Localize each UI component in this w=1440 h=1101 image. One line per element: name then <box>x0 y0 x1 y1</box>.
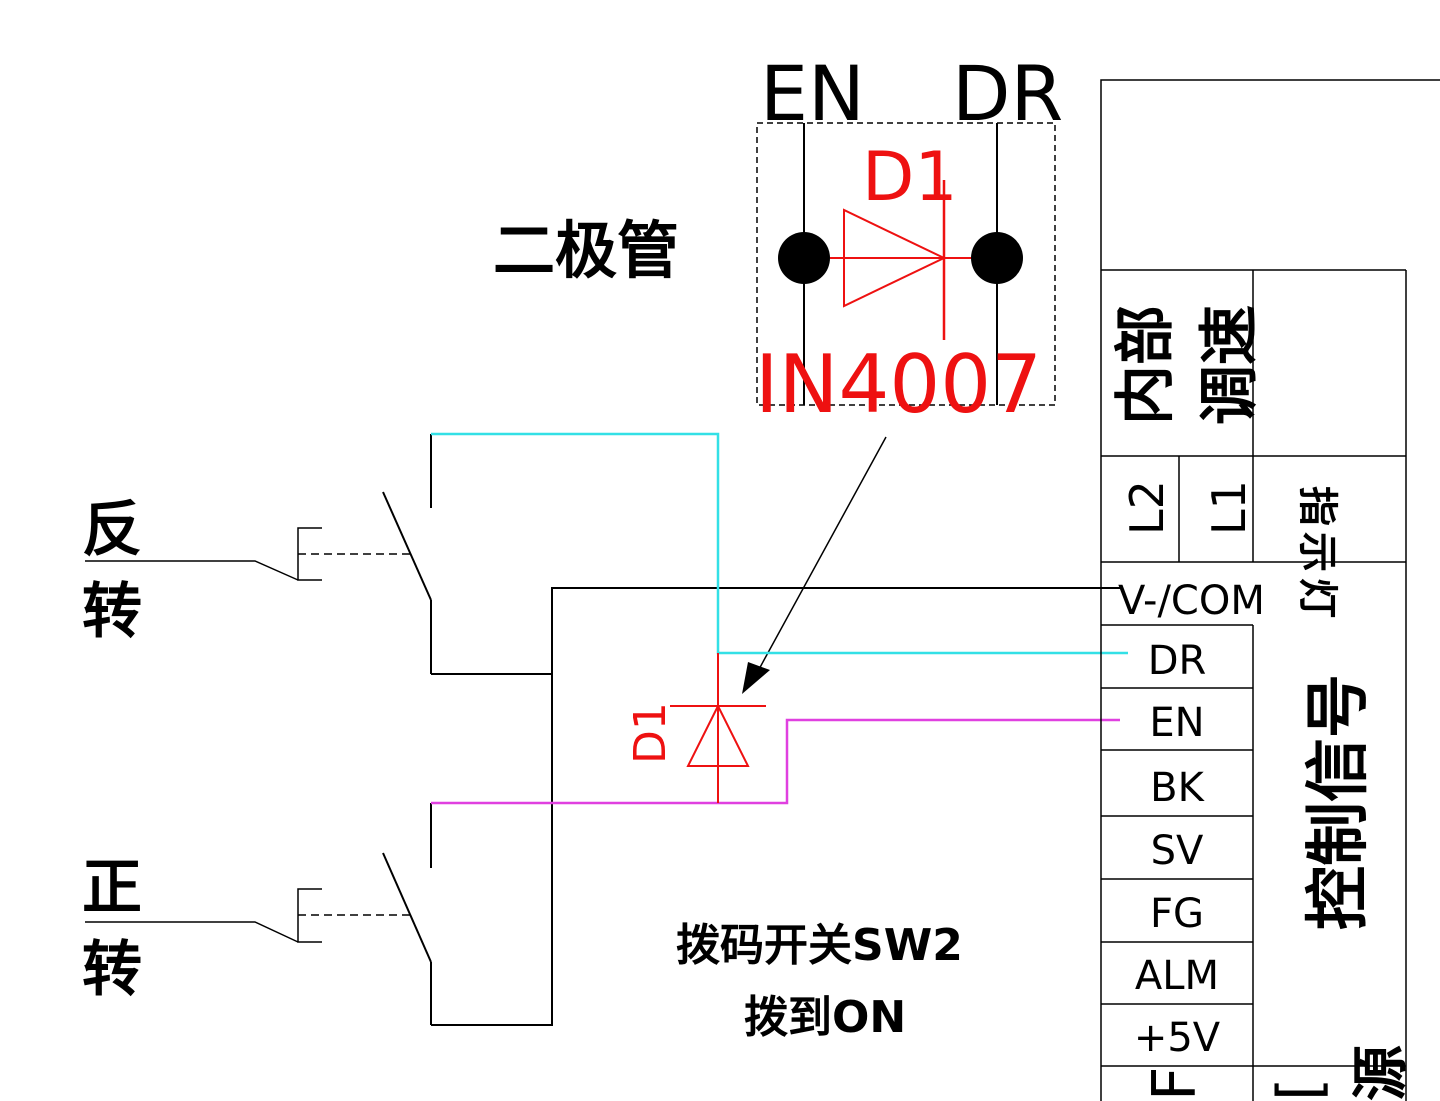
inline-diode-triangle <box>686 703 750 767</box>
terminal-sv: SV <box>1151 828 1204 874</box>
speed-label: 调速 <box>1195 305 1265 425</box>
inline-diode-ref: D1 <box>625 702 676 764</box>
arrow-head-icon <box>742 662 770 694</box>
terminal-panel: 内部 调速 L2 L1 指示灯 V-/COM DR EN BK SV FG AL… <box>1100 79 1440 1101</box>
reverse-label-top: 反 <box>82 495 142 565</box>
pin-en-label: EN <box>760 49 865 138</box>
diode-triangle <box>843 208 947 308</box>
control-signal-label: 控制信号 <box>1302 674 1376 930</box>
diode-detail: EN DR D1 IN4007 二极管 <box>493 49 1063 431</box>
forward-switch-blade <box>382 852 432 963</box>
en-junction-dot <box>778 232 830 284</box>
l2-label: L2 <box>1120 480 1174 535</box>
note: 拨码开关SW2 拨到ON <box>676 920 963 1043</box>
pin-dr-label: DR <box>952 49 1063 138</box>
terminal-dr: DR <box>1148 638 1207 684</box>
indicator-label: 指示灯 <box>1294 486 1340 624</box>
com-wire-forward <box>431 587 1120 1026</box>
wires <box>431 432 1128 1026</box>
dr-junction-dot <box>971 232 1023 284</box>
terminal-fg: FG <box>1150 891 1204 937</box>
forward-label-top: 正 <box>82 853 142 923</box>
reverse-switch: 反 转 <box>82 434 432 674</box>
bottom-partial-2: [ <box>1265 1078 1335 1101</box>
diode-part-label: IN4007 <box>755 338 1042 431</box>
reverse-label-bottom: 转 <box>82 577 142 647</box>
bottom-partial-1: F <box>1140 1066 1210 1101</box>
terminal-alm: ALM <box>1135 953 1219 999</box>
note-line1: 拨码开关SW2 <box>676 920 963 971</box>
dr-wire <box>431 432 1128 655</box>
reverse-switch-blade <box>382 491 432 601</box>
terminal-bk: BK <box>1150 765 1205 811</box>
diode-ref-label: D1 <box>862 138 958 217</box>
note-line2: 拨到ON <box>744 992 906 1043</box>
en-wire <box>431 718 1120 805</box>
l1-label: L1 <box>1202 480 1256 535</box>
terminal-5v: +5V <box>1134 1015 1221 1061</box>
bottom-partial-3: 源 <box>1349 1045 1414 1101</box>
terminal-en: EN <box>1149 700 1204 746</box>
terminal-vcom: V-/COM <box>1118 578 1265 624</box>
forward-label-bottom: 转 <box>82 935 142 1005</box>
diode-title: 二极管 <box>493 214 679 287</box>
forward-switch: 正 转 <box>82 803 432 1025</box>
internal-label: 内部 <box>1111 305 1181 425</box>
inline-diode: D1 <box>625 653 766 803</box>
pointer-arrow <box>742 436 887 694</box>
